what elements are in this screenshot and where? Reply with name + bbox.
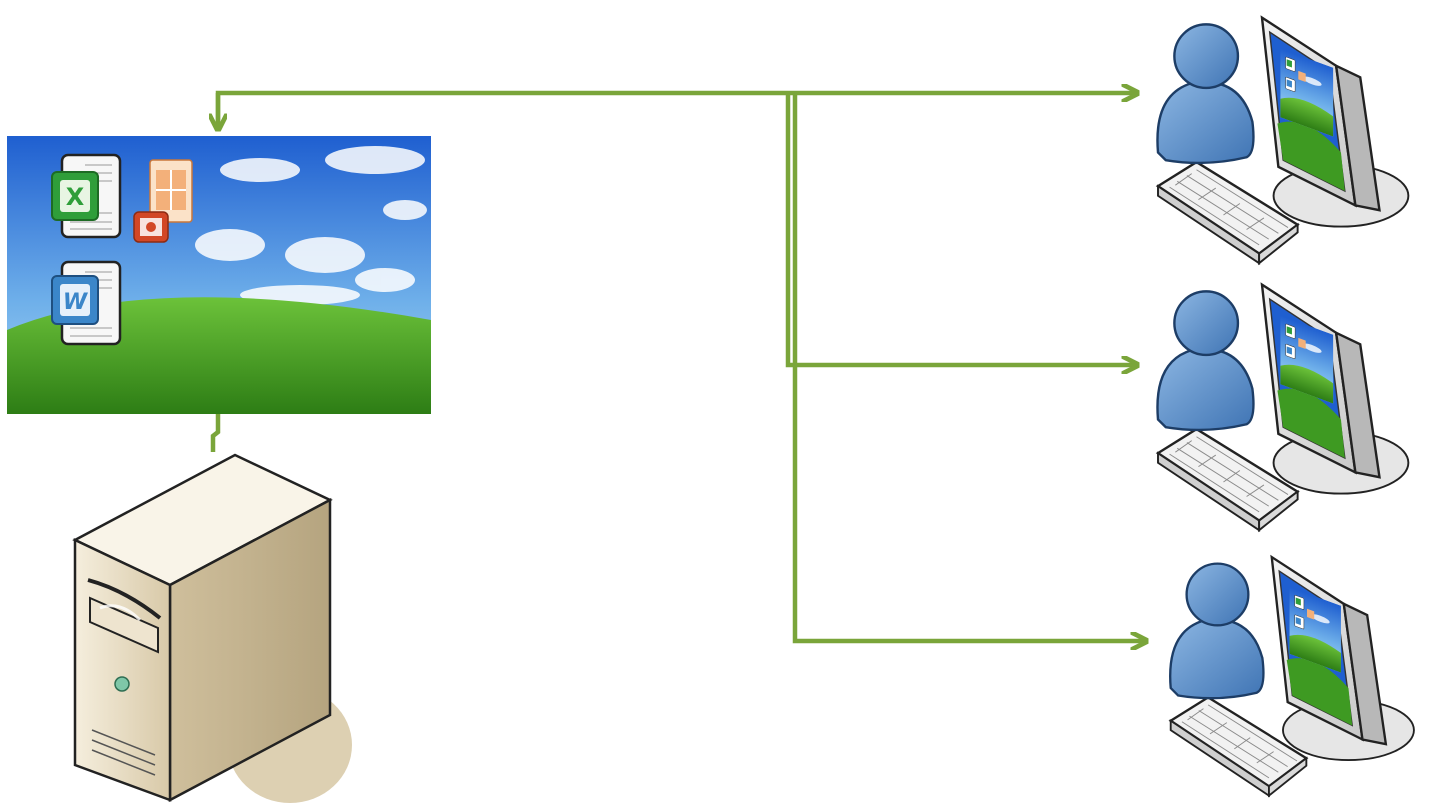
client-workstation-2[interactable] — [1157, 285, 1408, 531]
connector-top — [218, 93, 1136, 128]
excel-letter: X — [66, 183, 85, 211]
connector-bus — [788, 93, 1136, 365]
client-workstation-3[interactable] — [1170, 557, 1414, 796]
word-letter: W — [63, 290, 89, 315]
client-workstation-1[interactable] — [1157, 18, 1408, 264]
word-icon[interactable]: W — [52, 262, 120, 344]
server-tower-icon[interactable] — [75, 455, 352, 803]
shared-desktop-wallpaper: X W — [7, 136, 431, 414]
connector-server-link — [213, 414, 218, 452]
excel-icon[interactable]: X — [52, 155, 120, 237]
